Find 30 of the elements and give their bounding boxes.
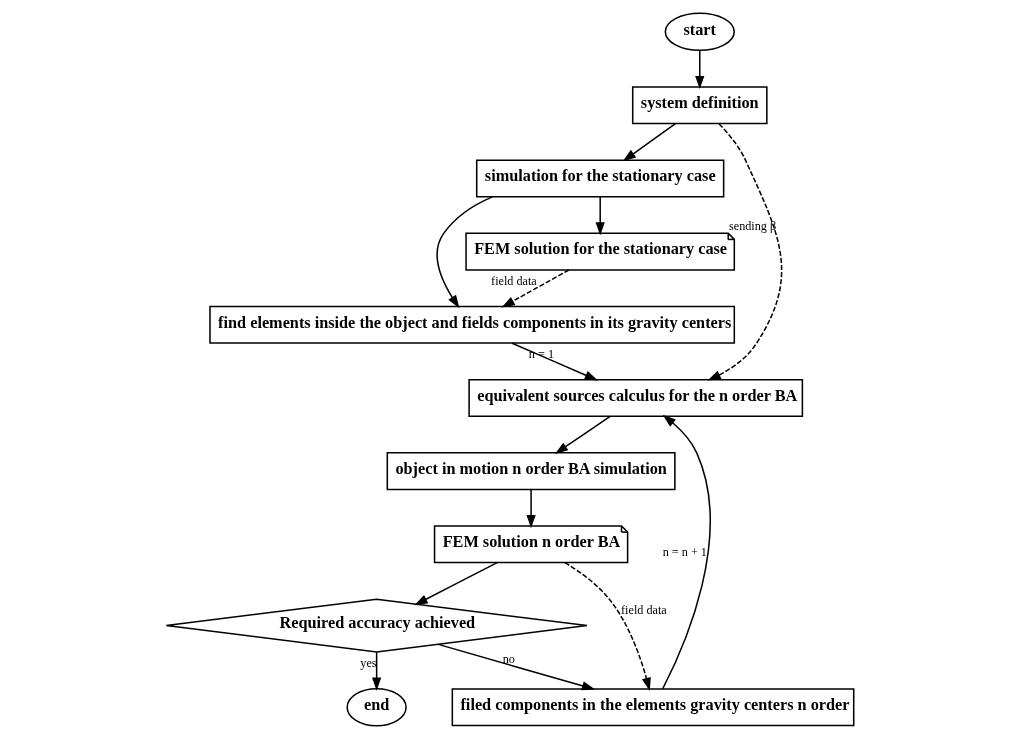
edge-label: n = 1 [528,346,554,361]
edge-label: field data [490,273,537,288]
arrow [510,341,598,380]
node-box: object in motion n order BA simulation [386,451,676,490]
node-diamond: Required accuracy achieved [165,597,588,653]
arrow [437,643,595,690]
arrow [595,195,605,236]
arrow [501,268,570,307]
node-box: filed components in the elements gravity centers n order [451,687,854,726]
arrow [661,414,711,690]
arrow [554,415,611,454]
arrow [413,561,498,605]
arrow [371,650,381,691]
node-box: equivalent sources calculus for the n order BA [467,378,803,417]
edge-label: no [502,651,515,666]
edge-label: field data [620,602,667,617]
arrow [707,122,782,381]
arrow [563,561,651,691]
node-ellipse: start [664,11,735,51]
node-box: find elements inside the object and fields components in its gravity centers [208,305,735,344]
arrow [694,49,704,89]
node-ellipse: end [345,687,407,727]
arrow [525,488,536,528]
edge-label: n = n + 1 [662,544,707,559]
node-box: simulation for the stationary case [475,158,724,197]
edge-label: yes [359,655,377,670]
arrow [435,195,493,308]
arrow [622,122,676,161]
node-box: system definition [631,85,768,124]
edge-label: sending β [728,218,776,233]
